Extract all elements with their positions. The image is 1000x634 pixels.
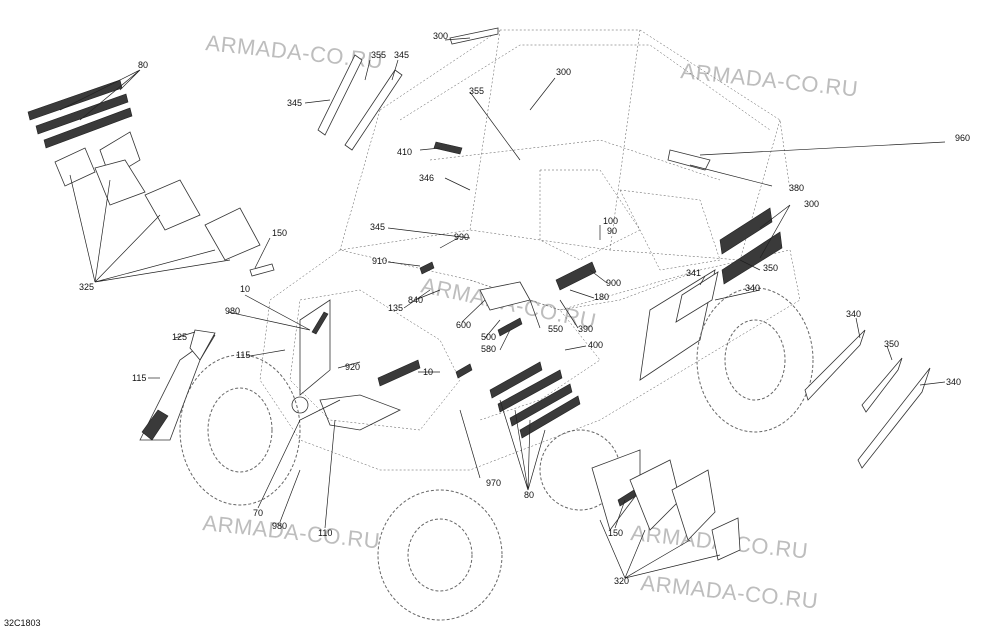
callout-label: 345 [370,222,385,232]
callout-label: 980 [225,306,240,316]
callout-label: 340 [946,377,961,387]
callout-label: 355 [371,50,386,60]
callout-label: 340 [745,283,760,293]
callout-label: 300 [556,67,571,77]
callout-label: 355 [469,86,484,96]
callout-label: 980 [272,521,287,531]
callout-label: 115 [132,373,146,383]
callout-label: 840 [408,295,423,305]
callout-label: 900 [606,278,621,288]
callout-labels: 80 355 345 300 345 300 960 410 355 346 3… [79,31,970,586]
watermark-2: ARMADA-CO.RU [679,58,859,102]
callout-label: 90 [607,226,617,236]
callout-label: 390 [578,324,593,334]
callout-label: 410 [397,147,412,157]
callout-label: 340 [846,309,861,319]
watermark-6: ARMADA-CO.RU [639,570,819,614]
callout-label: 341 [686,268,701,278]
callout-label: 346 [419,173,434,183]
callout-label: 110 [318,528,332,538]
callout-label: 910 [372,256,387,266]
exploded-parts [27,54,931,561]
callout-label: 920 [345,362,360,372]
callout-label: 10 [240,284,250,294]
callout-label: 990 [454,232,469,242]
callout-label: 325 [79,282,94,292]
callout-label: 400 [588,340,603,350]
callout-label: 350 [763,263,778,273]
callout-label: 80 [138,60,148,70]
callout-label: 580 [481,344,496,354]
callout-label: 10 [423,367,433,377]
callout-label: 550 [548,324,563,334]
callout-label: 970 [486,478,501,488]
callout-label: 115 [236,350,250,360]
callout-label: 345 [394,50,409,60]
callout-label: 380 [789,183,804,193]
callout-label: 500 [481,332,496,342]
callout-label: 180 [594,292,609,302]
callout-label: 150 [608,528,623,538]
leader-lines [59,37,946,579]
callout-label: 80 [524,490,534,500]
callout-label: 960 [955,133,970,143]
callout-label: 350 [884,339,899,349]
callout-label: 300 [804,199,819,209]
callout-label: 345 [287,98,302,108]
callout-label: 300 [433,31,448,41]
callout-label: 135 [388,303,403,313]
callout-label: 600 [456,320,471,330]
diagram-code: 32C1803 [4,618,41,628]
callout-label: 100 [603,216,618,226]
vehicle-drawing [139,27,814,621]
callout-label: 320 [614,576,629,586]
callout-label: 150 [272,228,287,238]
callout-label: 70 [253,508,263,518]
tires [179,287,814,621]
watermark-4: ARMADA-CO.RU [201,510,381,554]
callout-label: 125 [172,332,187,342]
